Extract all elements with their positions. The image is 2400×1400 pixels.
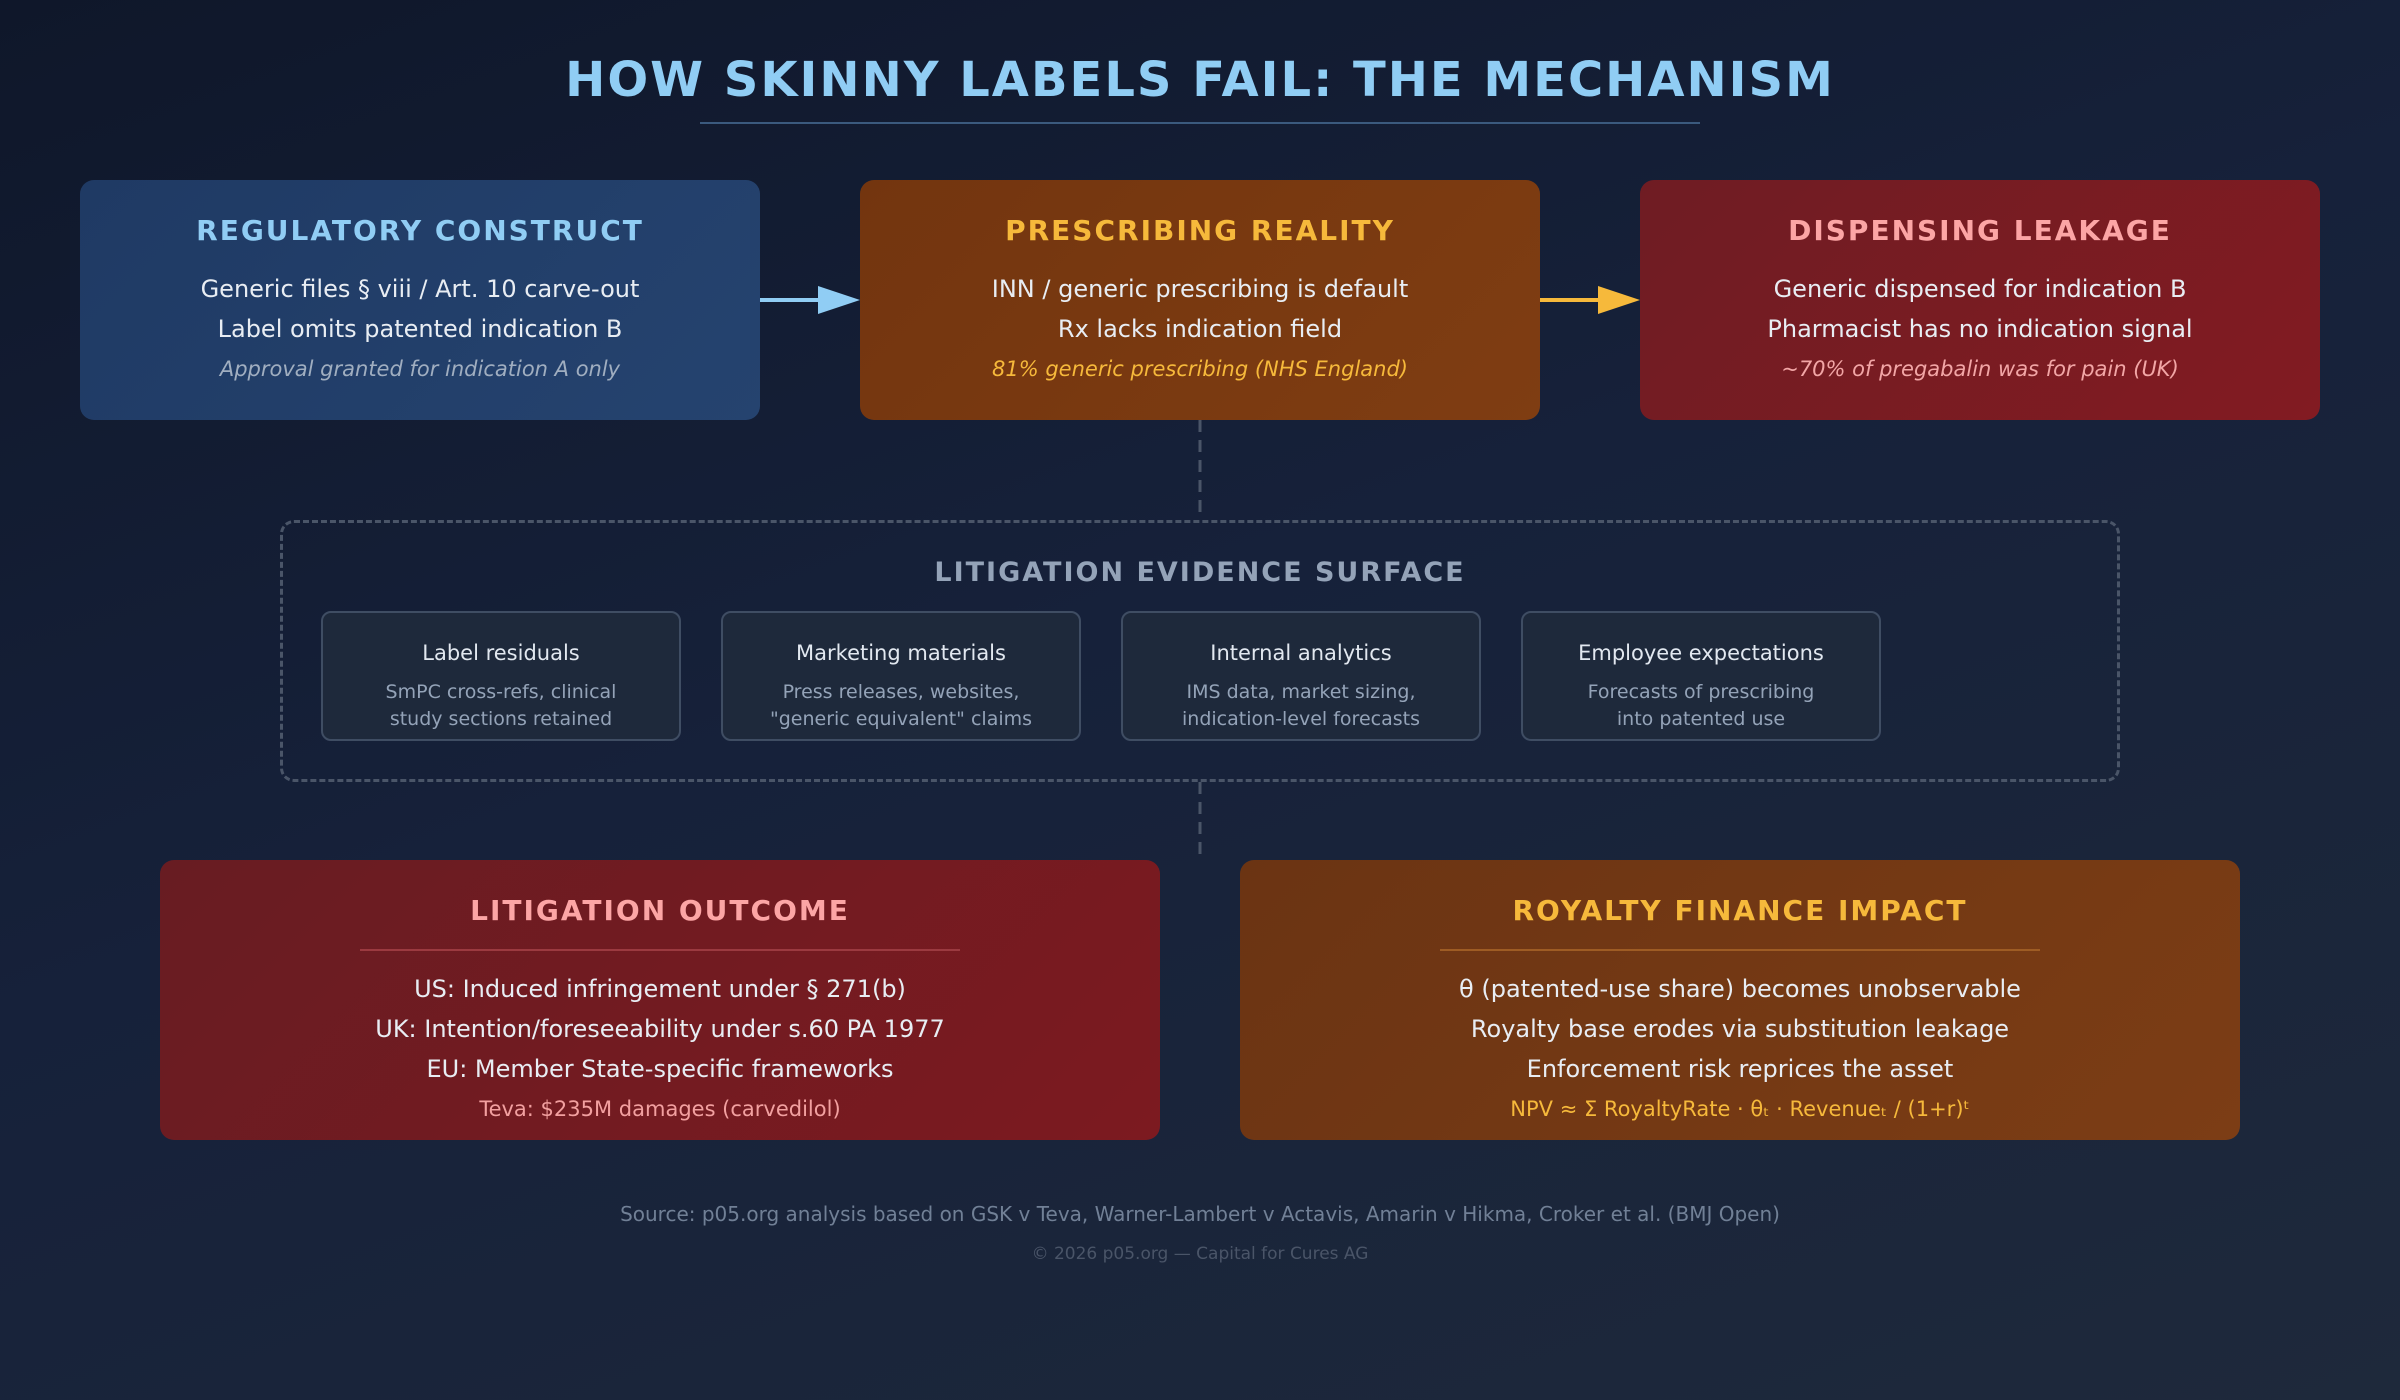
regulatory-line: Label omits patented indication B [217, 315, 623, 343]
arrowhead-blue-icon [818, 286, 860, 314]
copyright-footer: © 2026 p05.org — Capital for Cures AG [1031, 1244, 1369, 1264]
dispensing-note: ~70% of pregabalin was for pain (UK) [1781, 357, 2179, 381]
evidence-card-desc-line: IMS data, market sizing, [1186, 681, 1416, 703]
evidence-card-desc-line: "generic equivalent" claims [769, 708, 1033, 730]
royalty-line: Enforcement risk reprices the asset [1526, 1055, 1954, 1083]
evidence-card-label-residuals: Label residuals SmPC cross-refs, clinica… [321, 611, 681, 741]
litigation-outcome-box: LITIGATION OUTCOME US: Induced infringem… [160, 860, 1160, 1140]
evidence-card-employee-expectations: Employee expectations Forecasts of presc… [1521, 611, 1881, 741]
evidence-card-desc-line: SmPC cross-refs, clinical [385, 681, 617, 703]
outcome-line: US: Induced infringement under § 271(b) [414, 975, 906, 1003]
evidence-card-desc: Press releases, websites, "generic equiv… [723, 679, 1079, 733]
outcome-divider [360, 949, 960, 951]
evidence-card-desc-line: Press releases, websites, [782, 681, 1020, 703]
prescribing-heading: PRESCRIBING REALITY [1005, 214, 1395, 247]
dispensing-leakage-box: DISPENSING LEAKAGE Generic dispensed for… [1640, 180, 2320, 420]
litigation-evidence-surface: LITIGATION EVIDENCE SURFACE Label residu… [280, 520, 2120, 782]
prescribing-reality-box: PRESCRIBING REALITY INN / generic prescr… [860, 180, 1540, 420]
regulatory-construct-box: REGULATORY CONSTRUCT Generic files § vii… [80, 180, 760, 420]
evidence-card-desc-line: study sections retained [389, 708, 613, 730]
prescribing-line: INN / generic prescribing is default [991, 275, 1409, 303]
source-footnote: Source: p05.org analysis based on GSK v … [620, 1202, 1780, 1226]
evidence-card-title: Label residuals [422, 641, 580, 665]
evidence-card-title: Marketing materials [796, 641, 1006, 665]
prescribing-note: 81% generic prescribing (NHS England) [992, 357, 1408, 381]
evidence-card-desc: IMS data, market sizing, indication-leve… [1123, 679, 1479, 733]
outcome-note: Teva: $235M damages (carvedilol) [479, 1097, 841, 1121]
dispensing-line: Generic dispensed for indication B [1773, 275, 2187, 303]
dispensing-heading: DISPENSING LEAKAGE [1788, 214, 2172, 247]
regulatory-line: Generic files § viii / Art. 10 carve-out [200, 275, 640, 303]
evidence-card-marketing-materials: Marketing materials Press releases, webs… [721, 611, 1081, 741]
evidence-card-desc: SmPC cross-refs, clinical study sections… [323, 679, 679, 733]
royalty-npv-formula: NPV ≈ Σ RoyaltyRate · θₜ · Revenueₜ / (1… [1510, 1097, 1970, 1121]
royalty-finance-impact-box: ROYALTY FINANCE IMPACT θ (patented-use s… [1240, 860, 2240, 1140]
page-title: HOW SKINNY LABELS FAIL: THE MECHANISM [565, 52, 1835, 108]
dispensing-line: Pharmacist has no indication signal [1767, 315, 2193, 343]
evidence-card-desc-line: Forecasts of prescribing [1587, 681, 1815, 703]
regulatory-heading: REGULATORY CONSTRUCT [196, 214, 644, 247]
outcome-line: EU: Member State-specific frameworks [426, 1055, 894, 1083]
outcome-heading: LITIGATION OUTCOME [470, 894, 850, 927]
evidence-card-title: Internal analytics [1210, 641, 1392, 665]
royalty-line: Royalty base erodes via substitution lea… [1470, 1015, 2010, 1043]
royalty-line: θ (patented-use share) becomes unobserva… [1459, 975, 2021, 1003]
outcome-line: UK: Intention/foreseeability under s.60 … [375, 1015, 945, 1043]
title-underline [700, 122, 1700, 124]
evidence-card-desc-line: indication-level forecasts [1182, 708, 1420, 730]
evidence-heading: LITIGATION EVIDENCE SURFACE [934, 557, 1466, 588]
evidence-card-internal-analytics: Internal analytics IMS data, market sizi… [1121, 611, 1481, 741]
royalty-divider [1440, 949, 2040, 951]
evidence-card-desc: Forecasts of prescribing into patented u… [1523, 679, 1879, 733]
evidence-card-title: Employee expectations [1578, 641, 1824, 665]
regulatory-note: Approval granted for indication A only [219, 357, 621, 381]
evidence-card-desc-line: into patented use [1616, 708, 1786, 730]
arrowhead-amber-icon [1598, 286, 1640, 314]
royalty-heading: ROYALTY FINANCE IMPACT [1512, 894, 1968, 927]
prescribing-line: Rx lacks indication field [1057, 315, 1343, 343]
